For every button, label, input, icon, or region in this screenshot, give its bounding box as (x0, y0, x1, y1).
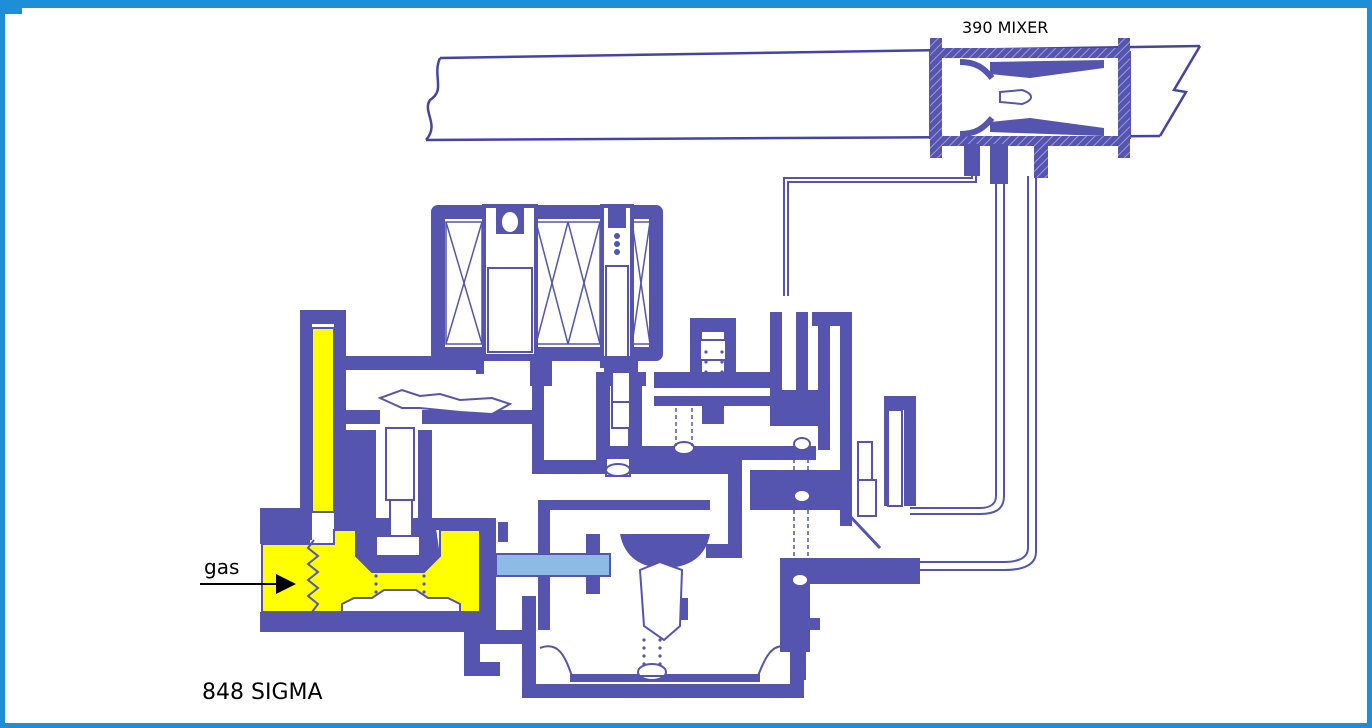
gas-inlet-label: gas (204, 555, 239, 579)
inner-details (375, 339, 903, 681)
valve-model-label: 848 SIGMA (202, 680, 323, 705)
bottom-diaphragm (539, 645, 791, 677)
adjust-lever (846, 512, 882, 550)
frame-corner-tab (0, 0, 22, 14)
mixer-label: 390 MIXER (962, 18, 1048, 37)
solenoid-coil (431, 204, 663, 368)
impulse-tubes (783, 170, 1037, 571)
dashed-channels (675, 408, 809, 558)
valve-body (260, 310, 920, 698)
bypass-channel (495, 553, 611, 577)
spring-dots (374, 350, 724, 666)
mixer-body (929, 38, 1131, 184)
